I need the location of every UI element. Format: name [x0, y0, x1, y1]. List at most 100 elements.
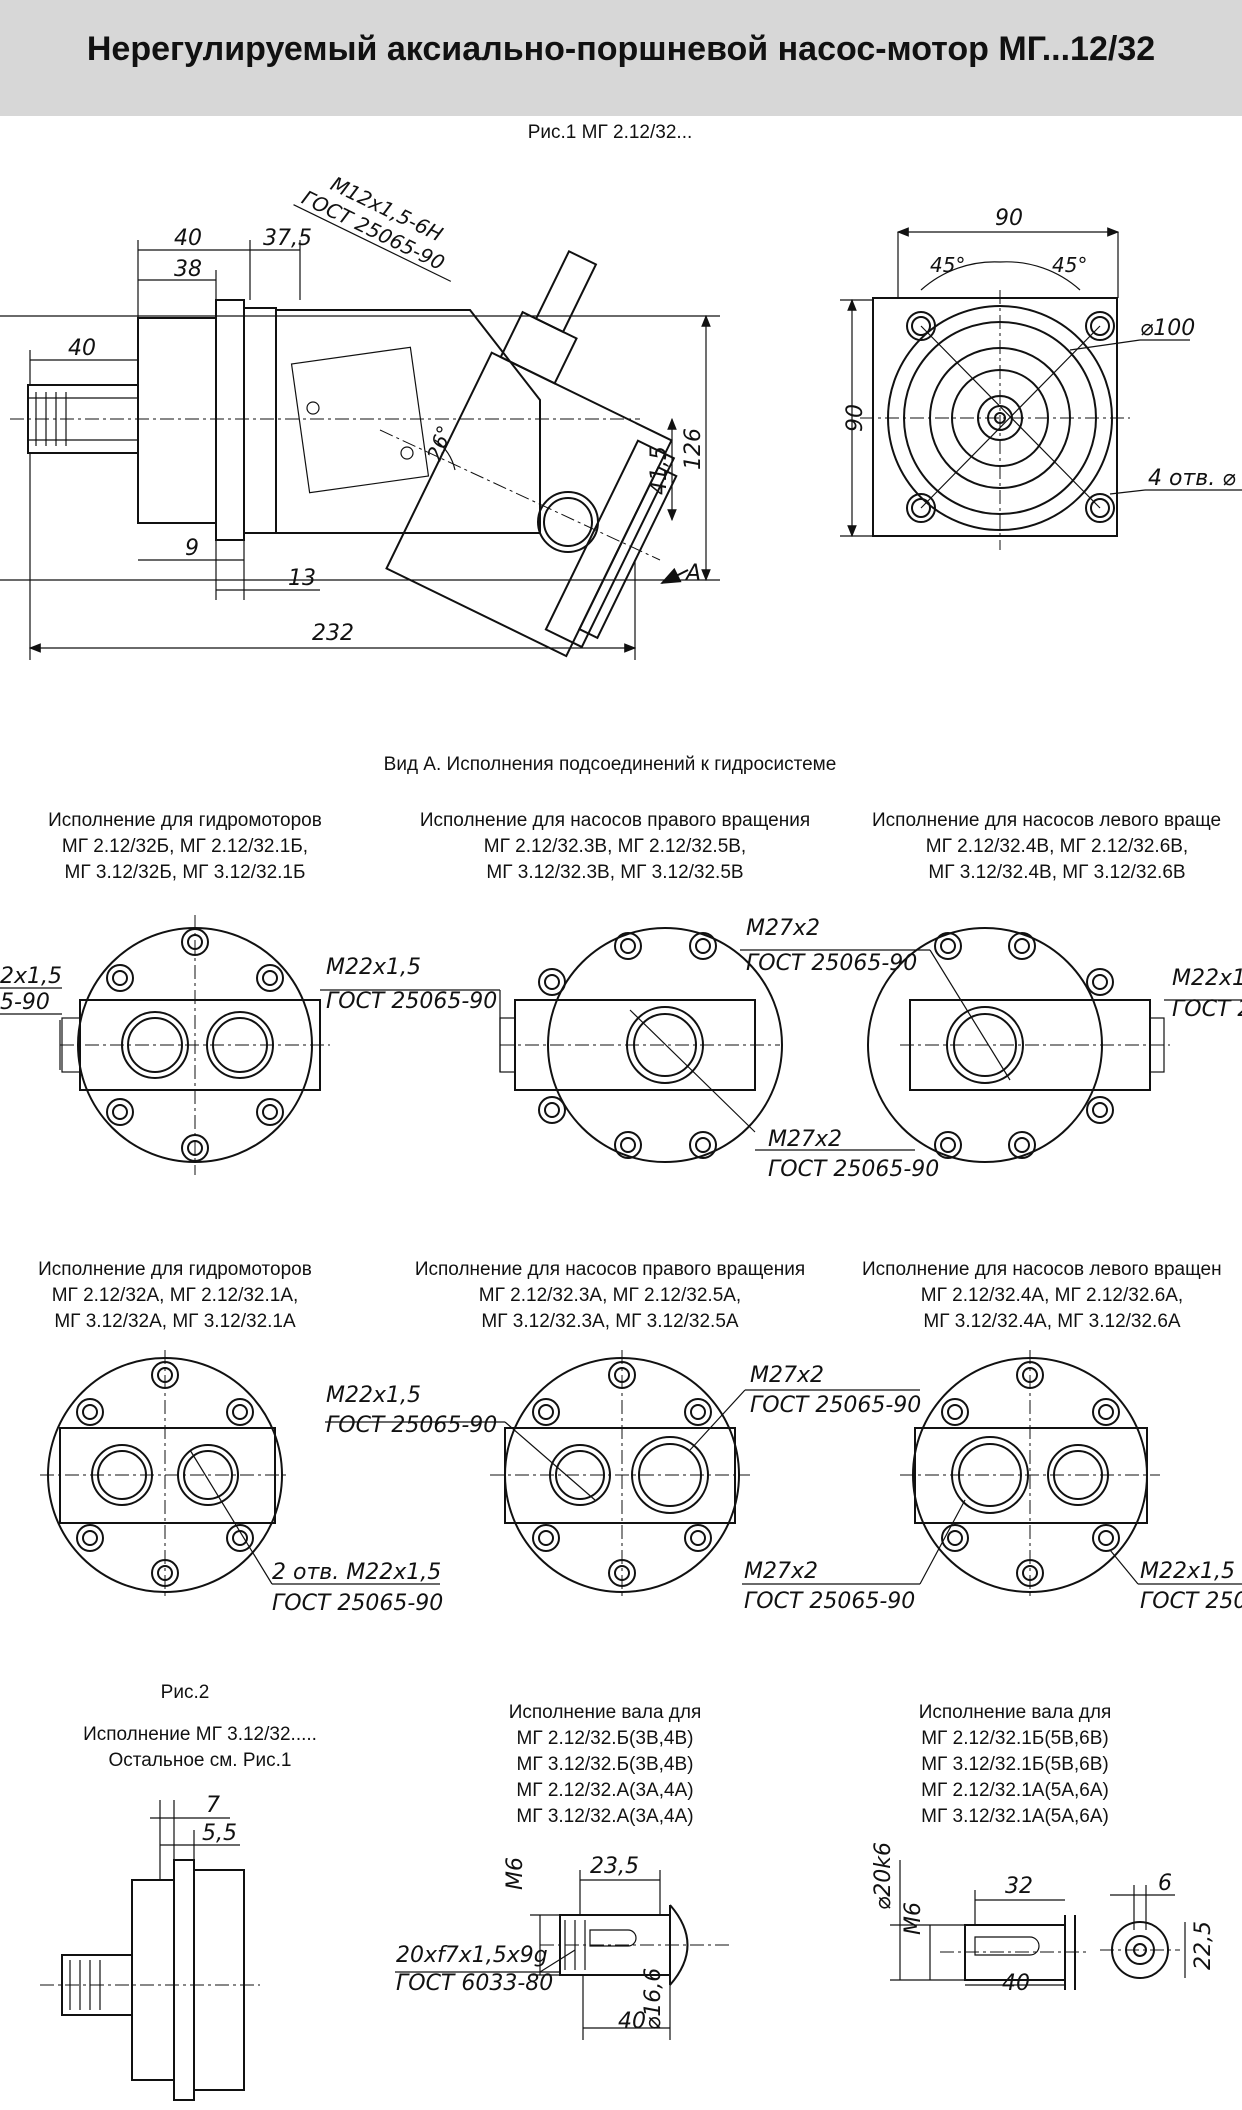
row1-col1-line1: МГ 2.12/32Б, МГ 2.12/32.1Б, [61, 836, 309, 857]
shaft1-dia-16-6: ⌀16,6 [641, 1968, 666, 2030]
shaft1-spline: 20xf7x1,5x9g [396, 1943, 548, 1968]
row1-col3-line2: МГ 3.12/32.4В, МГ 3.12/32.6В [928, 862, 1186, 883]
row2-port-views: 2 отв. М22х1,5 ГОСТ 25065-90 М22х1,5 ГОС… [40, 1350, 1242, 1616]
row2-col3-line2: МГ 3.12/32.4А, МГ 3.12/32.6А [923, 1311, 1181, 1332]
flange-angle-1: 45° [930, 253, 965, 277]
row2-v3-right-g: ГОСТ 250 [1140, 1589, 1242, 1614]
page-header: Нерегулируемый аксиально-поршневой насос… [0, 0, 1242, 116]
row2-col1-caption: Исполнение для гидромоторов МГ 2.12/32А,… [0, 1257, 350, 1335]
shaft2-dim-40: 40 [1002, 1971, 1030, 1996]
pump-flange-view: 90 90 45° 45° ⌀100 4 отв. ⌀ [840, 206, 1242, 550]
shaft2-line4: МГ 3.12/32.1А(5А,6А) [921, 1806, 1109, 1827]
row2-v3-g27b: ГОСТ 25065-90 [744, 1589, 915, 1614]
shaft1-line1: МГ 2.12/32.Б(3В,4В) [516, 1728, 694, 1749]
shaft1-dim-23-5: 23,5 [590, 1854, 639, 1879]
shaft1-line3: МГ 2.12/32.А(3А,4А) [516, 1780, 694, 1801]
row2-col2-line1: МГ 2.12/32.3А, МГ 2.12/32.5А, [478, 1285, 742, 1306]
view-a-caption: Вид А. Исполнения подсоединений к гидрос… [383, 754, 837, 775]
fig2-caption: Рис.2 [160, 1682, 210, 1703]
shaft1-line2: МГ 3.12/32.Б(3В,4В) [516, 1754, 694, 1775]
flange-angle-2: 45° [1052, 253, 1087, 277]
fig1-caption: Рис.1 МГ 2.12/32... [527, 122, 693, 143]
row1-v3-g27a: ГОСТ 25065-90 [746, 951, 917, 976]
pump-side-view: А 40 38 37,5 М12х1,5-6Н ГОСТ 25065-90 40… [0, 172, 720, 660]
dim-26deg: 26° [422, 422, 457, 464]
row1-port-views: 2х1,5 5-90 М22х1,5 ГОСТ 25065-90 М27х2 Г… [0, 915, 1242, 1182]
row1-col3-line1: МГ 2.12/32.4В, МГ 2.12/32.6В, [925, 836, 1189, 857]
row2-v2-g22: ГОСТ 25065-90 [326, 1413, 497, 1438]
dim-13: 13 [288, 566, 316, 591]
shaft1-gost: ГОСТ 6033-80 [396, 1971, 553, 1996]
row2-v3-m27b: М27х2 [744, 1559, 818, 1584]
shaft1-dim-40: 40 [618, 2009, 646, 2034]
row2-v2-m22: М22х1,5 [326, 1383, 421, 1408]
page-title: Нерегулируемый аксиально-поршневой насос… [86, 30, 1156, 68]
row2-col2-caption: Исполнение для насосов правого вращения … [395, 1257, 825, 1335]
fig2-note: Исполнение МГ 3.12/32..... Остальное см.… [50, 1722, 350, 1774]
shaft1-line4: МГ 3.12/32.А(3А,4А) [516, 1806, 694, 1827]
row1-v2-g22: ГОСТ 25065-90 [326, 989, 497, 1014]
row1-v3-right-g: ГОСТ 2 [1172, 997, 1242, 1022]
row1-v2-m27b: М27х2 [768, 1127, 842, 1152]
row1-v3-right-m: М22х1, [1172, 966, 1242, 991]
row2-col1-line1: МГ 2.12/32А, МГ 2.12/32.1А, [51, 1285, 299, 1306]
row1-v3-m27a: М27х2 [746, 916, 820, 941]
shaft2-line1: МГ 2.12/32.1Б(5В,6В) [921, 1728, 1109, 1749]
row2-view1: 2 отв. М22х1,5 ГОСТ 25065-90 [40, 1350, 443, 1616]
row1-view3: М27х2 ГОСТ 25065-90 М22х1, ГОСТ 2 [740, 916, 1242, 1163]
dim-40-top: 40 [174, 226, 202, 251]
dim-37-5: 37,5 [263, 226, 312, 251]
row1-view1: 2х1,5 5-90 [0, 915, 330, 1175]
shaft2-m6: М6 [901, 1902, 926, 1935]
row1-col3-caption: Исполнение для насосов левого враще МГ 2… [872, 808, 1242, 886]
dim-38: 38 [174, 257, 202, 282]
dim-41-5: 41,5 [647, 446, 672, 495]
row2-view2: М22х1,5 ГОСТ 25065-90 М27х2 ГОСТ 25065-9… [325, 1350, 921, 1600]
row2-v3-right-m: М22х1,5 [1140, 1559, 1235, 1584]
row1-col2-caption: Исполнение для насосов правого вращения … [400, 808, 830, 886]
row1-v2-g27b: ГОСТ 25065-90 [768, 1157, 939, 1182]
row2-col3-caption: Исполнение для насосов левого вращен МГ … [862, 1257, 1242, 1335]
fig2-dim-7: 7 [206, 1793, 220, 1818]
row2-v1-two-holes: 2 отв. М22х1,5 [272, 1560, 441, 1585]
row1-col1-caption: Исполнение для гидромоторов МГ 2.12/32Б,… [0, 808, 370, 886]
shaft2-dim-22-5: 22,5 [1191, 1921, 1216, 1970]
flange-dim-90-top: 90 [995, 206, 1023, 231]
row1-v1-left-g: 5-90 [0, 990, 50, 1015]
flange-holes: 4 отв. ⌀ [1148, 466, 1236, 491]
row1-v2-m22: М22х1,5 [326, 955, 421, 980]
shaft1-title: Исполнение вала для [508, 1702, 702, 1723]
shaft1-drawing: М6 23,5 20xf7x1,5x9g ГОСТ 6033-80 ⌀16,6 … [395, 1854, 730, 2040]
fig2-dim-5-5: 5,5 [202, 1821, 237, 1846]
shaft2-dia-20k6: ⌀20k6 [871, 1842, 896, 1910]
shaft2-title: Исполнение вала для [918, 1702, 1112, 1723]
row2-col2-title: Исполнение для насосов правого вращения [414, 1259, 806, 1280]
dim-9: 9 [185, 536, 199, 561]
fig2-drawing: 7 5,5 [40, 1793, 260, 2101]
dim-126: 126 [681, 428, 706, 470]
shaft1-m6: М6 [503, 1857, 528, 1890]
row1-col2-line2: МГ 3.12/32.3В, МГ 3.12/32.5В [486, 862, 744, 883]
row1-v1-left-m: 2х1,5 [0, 964, 62, 989]
shaft2-line3: МГ 2.12/32.1А(5А,6А) [921, 1780, 1109, 1801]
row2-view3: М27х2 ГОСТ 25065-90 М22х1,5 ГОСТ 250 [742, 1350, 1242, 1614]
dim-232: 232 [312, 621, 354, 646]
row2-col2-line2: МГ 3.12/32.3А, МГ 3.12/32.5А [481, 1311, 739, 1332]
shaft2-line2: МГ 3.12/32.1Б(5В,6В) [921, 1754, 1109, 1775]
dim-40-left: 40 [68, 336, 96, 361]
row1-col1-title: Исполнение для гидромоторов [48, 810, 322, 831]
view-a-mark: А [684, 561, 701, 586]
flange-dia-100: ⌀100 [1140, 316, 1195, 341]
row1-view2: М22х1,5 ГОСТ 25065-90 М27х2 ГОСТ 25065-9… [320, 927, 939, 1182]
row2-v1-gost: ГОСТ 25065-90 [272, 1591, 443, 1616]
row1-col2-title: Исполнение для насосов правого вращения [419, 810, 811, 831]
row2-col1-line2: МГ 3.12/32А, МГ 3.12/32.1А [54, 1311, 296, 1332]
fig2-note-line2: Остальное см. Рис.1 [108, 1750, 292, 1771]
flange-dim-90-left: 90 [843, 404, 868, 432]
shaft2-drawing: ⌀20k6 М6 32 40 6 22,5 [871, 1842, 1216, 1996]
fig2-note-line1: Исполнение МГ 3.12/32..... [83, 1724, 317, 1745]
row1-col3-title: Исполнение для насосов левого враще [872, 810, 1222, 831]
row2-v2-g27a: ГОСТ 25065-90 [750, 1393, 921, 1418]
row2-col3-line1: МГ 2.12/32.4А, МГ 2.12/32.6А, [920, 1285, 1184, 1306]
